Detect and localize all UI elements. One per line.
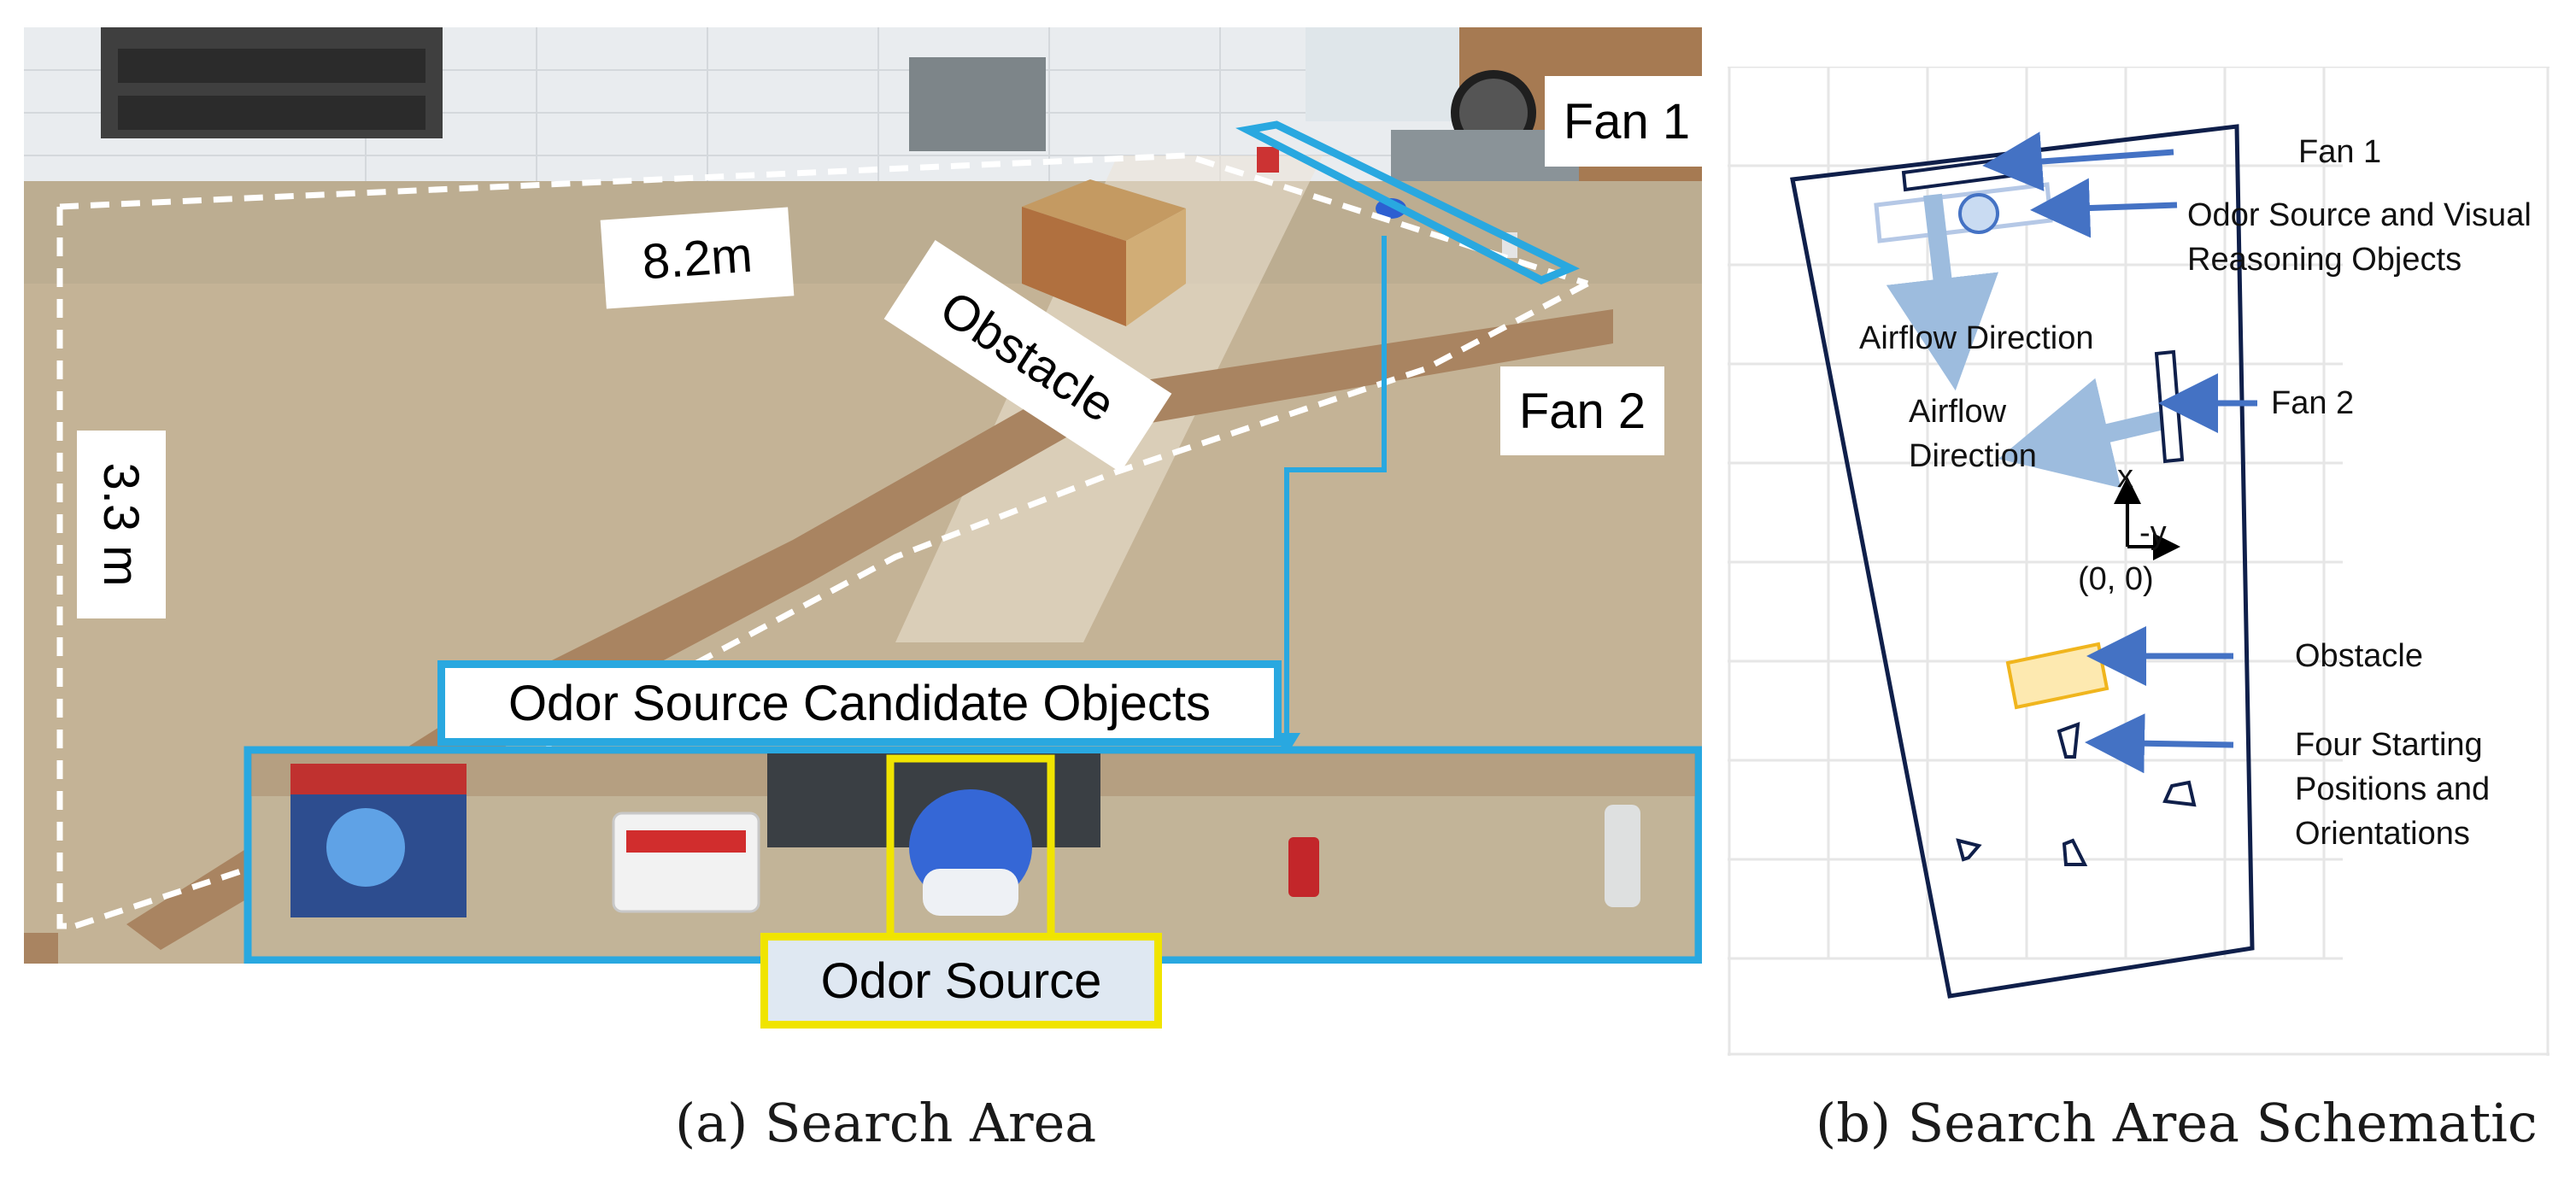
cola-can [1288, 837, 1319, 897]
first-aid-kit [612, 812, 760, 913]
caption-b: (b) Search Area Schematic [1816, 1092, 2538, 1154]
caption-a: (a) Search Area [675, 1092, 1097, 1154]
start-position [2062, 838, 2088, 866]
obstacle-box-top [1022, 179, 1186, 241]
s-label-start-2: Positions and [2295, 771, 2491, 807]
s-label-start-1: Four Starting [2295, 727, 2483, 763]
photo-drawing [24, 27, 1702, 964]
callout-fan1 [1982, 132, 2174, 191]
start-position [1956, 838, 1982, 862]
label-length: 8.2m [600, 207, 795, 309]
s-label-airflow-2a: Airflow [1909, 394, 2007, 430]
obstacle-box-front [1022, 207, 1126, 326]
s-label-axis-y: -y [2139, 515, 2167, 551]
label-odor-source: Odor Source [760, 933, 1162, 1029]
start-position [2162, 780, 2197, 807]
search-area-photo: Fan 1 Fan 2 8.2m 3.3 m Obstacle [24, 27, 1702, 964]
odor-source-marker [1958, 193, 1999, 234]
obstacle-shape [2005, 642, 2110, 710]
fan1-region-box [1235, 120, 1580, 284]
s-label-airflow-2b: Direction [1909, 438, 2037, 474]
obstacle-box-side [1126, 208, 1186, 326]
s-label-obstacle: Obstacle [2295, 638, 2423, 674]
s-label-fan2: Fan 2 [2271, 385, 2355, 421]
room-outline [1790, 124, 2255, 999]
search-area-schematic: Fan 1 Odor Source and Visual Reasoning O… [1728, 67, 2550, 1056]
airflow-arrow-2 [1998, 378, 2173, 489]
area-boundary-dashed [59, 152, 1589, 287]
grid [1728, 67, 2550, 1056]
small-object [1257, 147, 1279, 173]
grey-cabinet [909, 57, 1046, 151]
label-width: 3.3 m [77, 431, 166, 618]
s-label-odor-1: Odor Source and Visual [2187, 197, 2532, 233]
s-label-fan1: Fan 1 [2298, 134, 2382, 170]
s-label-start-3: Orientations [2295, 816, 2470, 852]
airflow-arrow-1 [1886, 193, 1999, 391]
water-bottle [1605, 805, 1640, 907]
connector-line [1284, 236, 1387, 733]
label-candidate-objects: Odor Source Candidate Objects [437, 660, 1282, 746]
schematic-drawing [1728, 67, 2550, 1056]
s-label-airflow-1: Airflow Direction [1859, 320, 2094, 356]
label-fan1: Fan 1 [1545, 76, 1702, 167]
s-label-odor-2: Reasoning Objects [2187, 242, 2462, 278]
s-label-axis-x: x [2117, 459, 2133, 495]
callout-starts [2085, 713, 2234, 774]
s-label-origin: (0, 0) [2078, 561, 2154, 597]
start-position [2057, 722, 2080, 759]
label-fan2: Fan 2 [1500, 366, 1664, 455]
window [1306, 27, 1459, 121]
callout-odor [2030, 178, 2178, 238]
